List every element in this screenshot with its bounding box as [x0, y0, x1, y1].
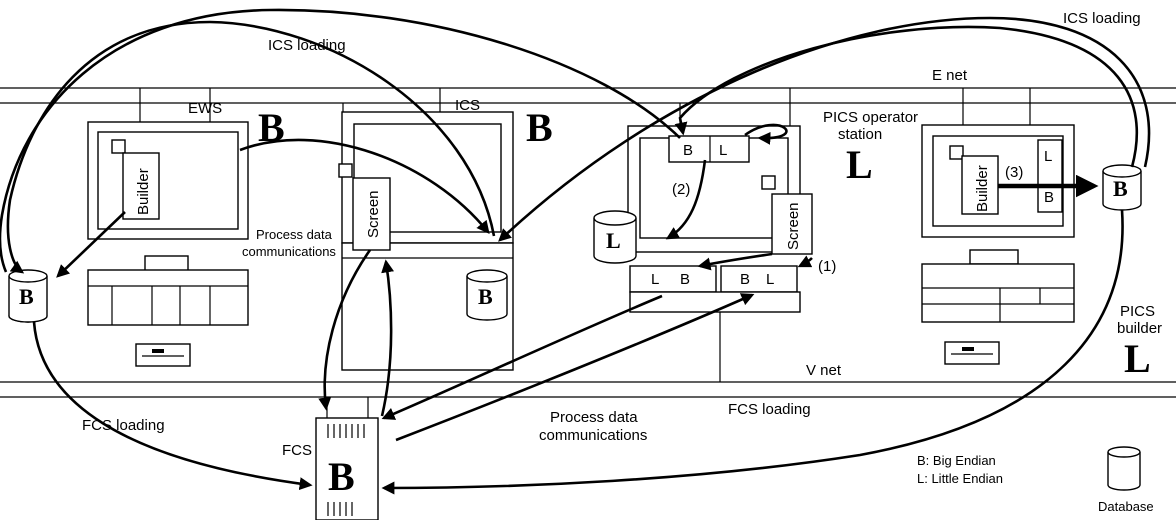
pics-screen-label: Screen — [785, 202, 802, 250]
ews-station — [88, 88, 248, 366]
fcs-buffer-left-b: B — [680, 271, 690, 288]
builder-box-b: B — [1044, 189, 1054, 206]
fcs-buffer-right-b: B — [740, 271, 750, 288]
process-data-label-left-1: Process data — [256, 227, 333, 242]
pics-builder-label: Builder — [974, 165, 991, 212]
fcs-loading-label-left: FCS loading — [82, 417, 165, 434]
ics-endian-letter: B — [526, 105, 553, 150]
pics-operator-label-1: PICS operator — [823, 109, 918, 126]
v-net-label: V net — [806, 362, 842, 379]
db-pics-station-letter: L — [606, 228, 621, 253]
ics-label: ICS — [455, 97, 480, 114]
ics-buffer-b: B — [683, 142, 693, 159]
fcs-endian-letter: B — [328, 454, 355, 499]
ics-loading-label-right: ICS loading — [1063, 10, 1141, 27]
legend-little-endian: L: Little Endian — [917, 471, 1003, 486]
pics-builder-endian-letter: L — [1124, 336, 1151, 381]
database-legend-icon — [1108, 447, 1140, 490]
db-pics-builder-letter: B — [1113, 176, 1128, 201]
process-data-label-bottom-2: communications — [539, 427, 647, 444]
ews-builder-label: Builder — [135, 168, 152, 215]
fcs-buffer-right-l: L — [766, 271, 774, 288]
database-legend-label: Database — [1098, 499, 1154, 514]
db-ics-letter: B — [478, 284, 493, 309]
e-net-lines — [0, 88, 1176, 103]
fcs-label: FCS — [282, 442, 312, 459]
ews-label: EWS — [188, 100, 222, 117]
pics-operator-label-2: station — [838, 126, 882, 143]
fcs-loading-label-right: FCS loading — [728, 401, 811, 418]
pics-builder-text-2: builder — [1117, 320, 1162, 337]
legend-big-endian: B: Big Endian — [917, 453, 996, 468]
ics-buffer-l: L — [719, 142, 727, 159]
pics-builder-station — [922, 88, 1074, 364]
step-3-label: (3) — [1005, 164, 1023, 181]
fcs-buffer-left-l: L — [651, 271, 659, 288]
step-2-label: (2) — [672, 181, 690, 198]
db-ews-letter: B — [19, 284, 34, 309]
builder-box-l: L — [1044, 148, 1052, 165]
step-1-label: (1) — [818, 258, 836, 275]
pics-station-endian-letter: L — [846, 142, 873, 187]
ics-screen-label: Screen — [365, 190, 382, 238]
pics-builder-text-1: PICS — [1120, 303, 1155, 320]
e-net-label: E net — [932, 67, 968, 84]
process-data-label-left-2: communications — [242, 244, 336, 259]
process-data-label-bottom-1: Process data — [550, 409, 638, 426]
v-net-lines — [0, 382, 1176, 397]
